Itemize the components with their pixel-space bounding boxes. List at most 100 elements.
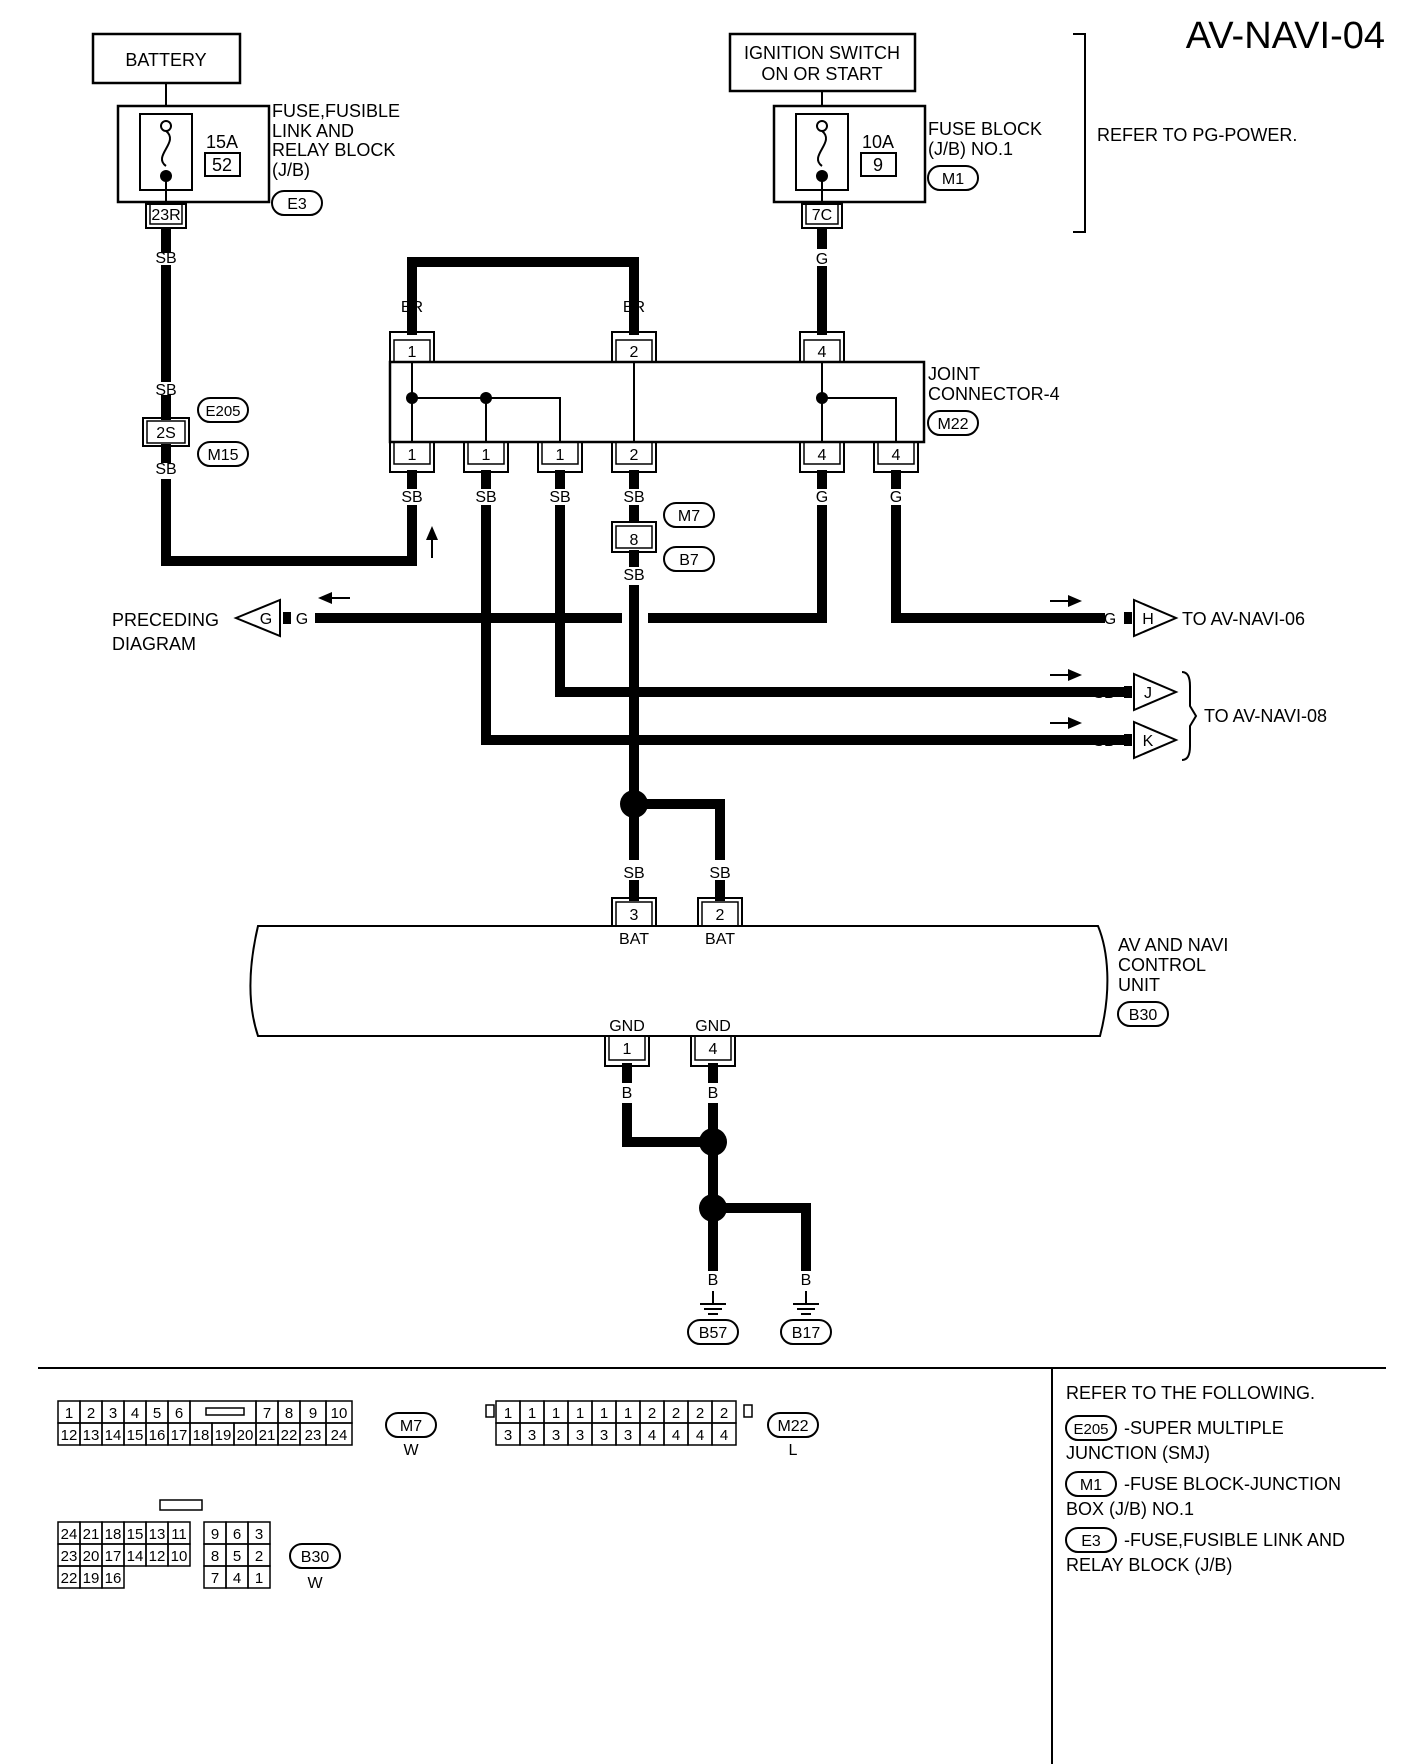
svg-text:23: 23 — [61, 1548, 78, 1565]
svg-text:-FUSE,FUSIBLE LINK AND: -FUSE,FUSIBLE LINK AND — [1124, 1530, 1345, 1550]
svg-text:4: 4 — [696, 1427, 704, 1444]
battery-label: BATTERY — [125, 50, 206, 70]
joint-bottom-pin: 1 — [537, 441, 583, 473]
unit-bat-pin: 2 — [697, 897, 743, 927]
svg-text:2: 2 — [720, 1405, 728, 1422]
unit-name-line3: UNIT — [1118, 975, 1160, 995]
svg-text:3: 3 — [600, 1427, 608, 1444]
bat-label: BAT — [705, 931, 735, 948]
svg-text:1: 1 — [528, 1405, 536, 1422]
preceding-label-line1: PRECEDING — [112, 610, 219, 630]
svg-text:6: 6 — [175, 1405, 183, 1422]
svg-text:4: 4 — [892, 447, 901, 464]
svg-text:1: 1 — [576, 1405, 584, 1422]
svg-text:23: 23 — [305, 1427, 322, 1444]
svg-text:3: 3 — [630, 907, 639, 924]
svg-text:7C: 7C — [812, 207, 832, 224]
svg-text:4: 4 — [648, 1427, 656, 1444]
svg-text:19: 19 — [83, 1570, 100, 1587]
m22-row2: 3 3 3 3 3 3 4 4 4 4 — [495, 1422, 737, 1446]
svg-text:15: 15 — [127, 1526, 144, 1543]
wire-color-br-2: BR — [623, 299, 645, 316]
svg-text:K: K — [1143, 733, 1154, 750]
svg-text:9: 9 — [211, 1526, 219, 1543]
ground-symbol: B57 — [687, 1291, 739, 1345]
svg-text:SB: SB — [1093, 733, 1114, 750]
fuse1-name-line1: FUSE,FUSIBLE — [272, 101, 400, 121]
wire-color-b-3: B — [708, 1272, 719, 1289]
b30-row1: 24 21 18 15 13 11 9 6 3 — [57, 1521, 271, 1545]
svg-text:22: 22 — [281, 1427, 298, 1444]
svg-text:RELAY BLOCK (J/B): RELAY BLOCK (J/B) — [1066, 1555, 1232, 1575]
svg-text:4: 4 — [131, 1405, 139, 1422]
svg-text:M7: M7 — [678, 508, 700, 525]
svg-text:B30: B30 — [1129, 1007, 1158, 1024]
svg-text:1: 1 — [408, 344, 417, 361]
svg-text:SB: SB — [1093, 685, 1114, 702]
battery-box: BATTERY — [91, 32, 242, 85]
svg-text:10: 10 — [331, 1405, 348, 1422]
wire-color-b-1: B — [622, 1085, 633, 1102]
wire-color-g-3: G — [890, 489, 902, 506]
connector-tag-m22: M22 — [927, 410, 979, 436]
fuse1-name-line4: (J/B) — [272, 160, 310, 180]
offpage-h: G H TO AV-NAVI-06 — [1104, 598, 1305, 638]
svg-text:1: 1 — [408, 447, 417, 464]
connector-tag-e205: E205 — [197, 397, 249, 423]
svg-text:13: 13 — [83, 1427, 100, 1444]
connector-face-m22: 1 1 1 1 1 1 2 2 2 2 3 3 3 3 3 3 4 4 4 4 … — [485, 1400, 819, 1459]
svg-text:H: H — [1142, 611, 1154, 628]
fuse1-amps: 15A — [206, 132, 238, 152]
offpage-k: SB K — [1093, 720, 1179, 760]
ignition-label-line2: ON OR START — [761, 64, 882, 84]
unit-gnd-pin: 4 — [690, 1035, 736, 1067]
connector-tag-e3: E3 — [271, 190, 323, 216]
svg-text:5: 5 — [233, 1548, 241, 1565]
connector-tag-b7: B7 — [663, 546, 715, 572]
svg-text:E205: E205 — [1073, 1421, 1108, 1438]
svg-text:18: 18 — [193, 1427, 210, 1444]
refer-heading: REFER TO THE FOLLOWING. — [1066, 1383, 1315, 1403]
svg-text:9: 9 — [309, 1405, 317, 1422]
svg-text:-FUSE BLOCK-JUNCTION: -FUSE BLOCK-JUNCTION — [1124, 1474, 1341, 1494]
joint-connector-4: 1 2 4 1 1 — [388, 331, 926, 473]
svg-text:21: 21 — [259, 1427, 276, 1444]
svg-text:B57: B57 — [699, 1325, 728, 1342]
svg-text:23R: 23R — [151, 207, 180, 224]
svg-text:2: 2 — [716, 907, 725, 924]
svg-text:M22: M22 — [937, 416, 968, 433]
svg-text:18: 18 — [105, 1526, 122, 1543]
joint-name-line1: JOINT — [928, 364, 980, 384]
svg-text:1: 1 — [623, 1041, 632, 1058]
svg-text:M1: M1 — [942, 171, 964, 188]
fuse2-terminal: 7C — [801, 203, 843, 229]
joint-bottom-pin: 2 — [611, 441, 657, 473]
svg-text:22: 22 — [61, 1570, 78, 1587]
svg-text:14: 14 — [127, 1548, 144, 1565]
joint-top-pin: 1 — [389, 331, 435, 363]
unit-name-line2: CONTROL — [1118, 955, 1206, 975]
wire-color-sb-5: SB — [475, 489, 496, 506]
svg-text:3: 3 — [576, 1427, 584, 1444]
fuse-15a: 15A 52 — [116, 83, 271, 204]
svg-text:M1: M1 — [1080, 1477, 1102, 1494]
svg-text:14: 14 — [105, 1427, 122, 1444]
wire-color-g-2: G — [816, 489, 828, 506]
connector-tag-m1: M1 — [927, 165, 979, 191]
fuse2-amps: 10A — [862, 132, 894, 152]
gnd-label: GND — [695, 1018, 731, 1035]
wire-color-sb-10: SB — [709, 865, 730, 882]
wire-color-sb-6: SB — [549, 489, 570, 506]
fuse1-name-line2: LINK AND — [272, 121, 354, 141]
connector-tag-m7: M7 — [663, 502, 715, 528]
svg-text:G: G — [1104, 611, 1116, 628]
svg-text:1: 1 — [65, 1405, 73, 1422]
svg-text:24: 24 — [331, 1427, 348, 1444]
svg-text:M22: M22 — [777, 1418, 808, 1435]
svg-text:17: 17 — [171, 1427, 188, 1444]
svg-text:M15: M15 — [207, 447, 238, 464]
to-av-navi-06: TO AV-NAVI-06 — [1182, 609, 1305, 629]
svg-text:2: 2 — [630, 344, 639, 361]
smj-connector: 2S — [142, 417, 190, 447]
svg-text:E205: E205 — [205, 403, 240, 420]
